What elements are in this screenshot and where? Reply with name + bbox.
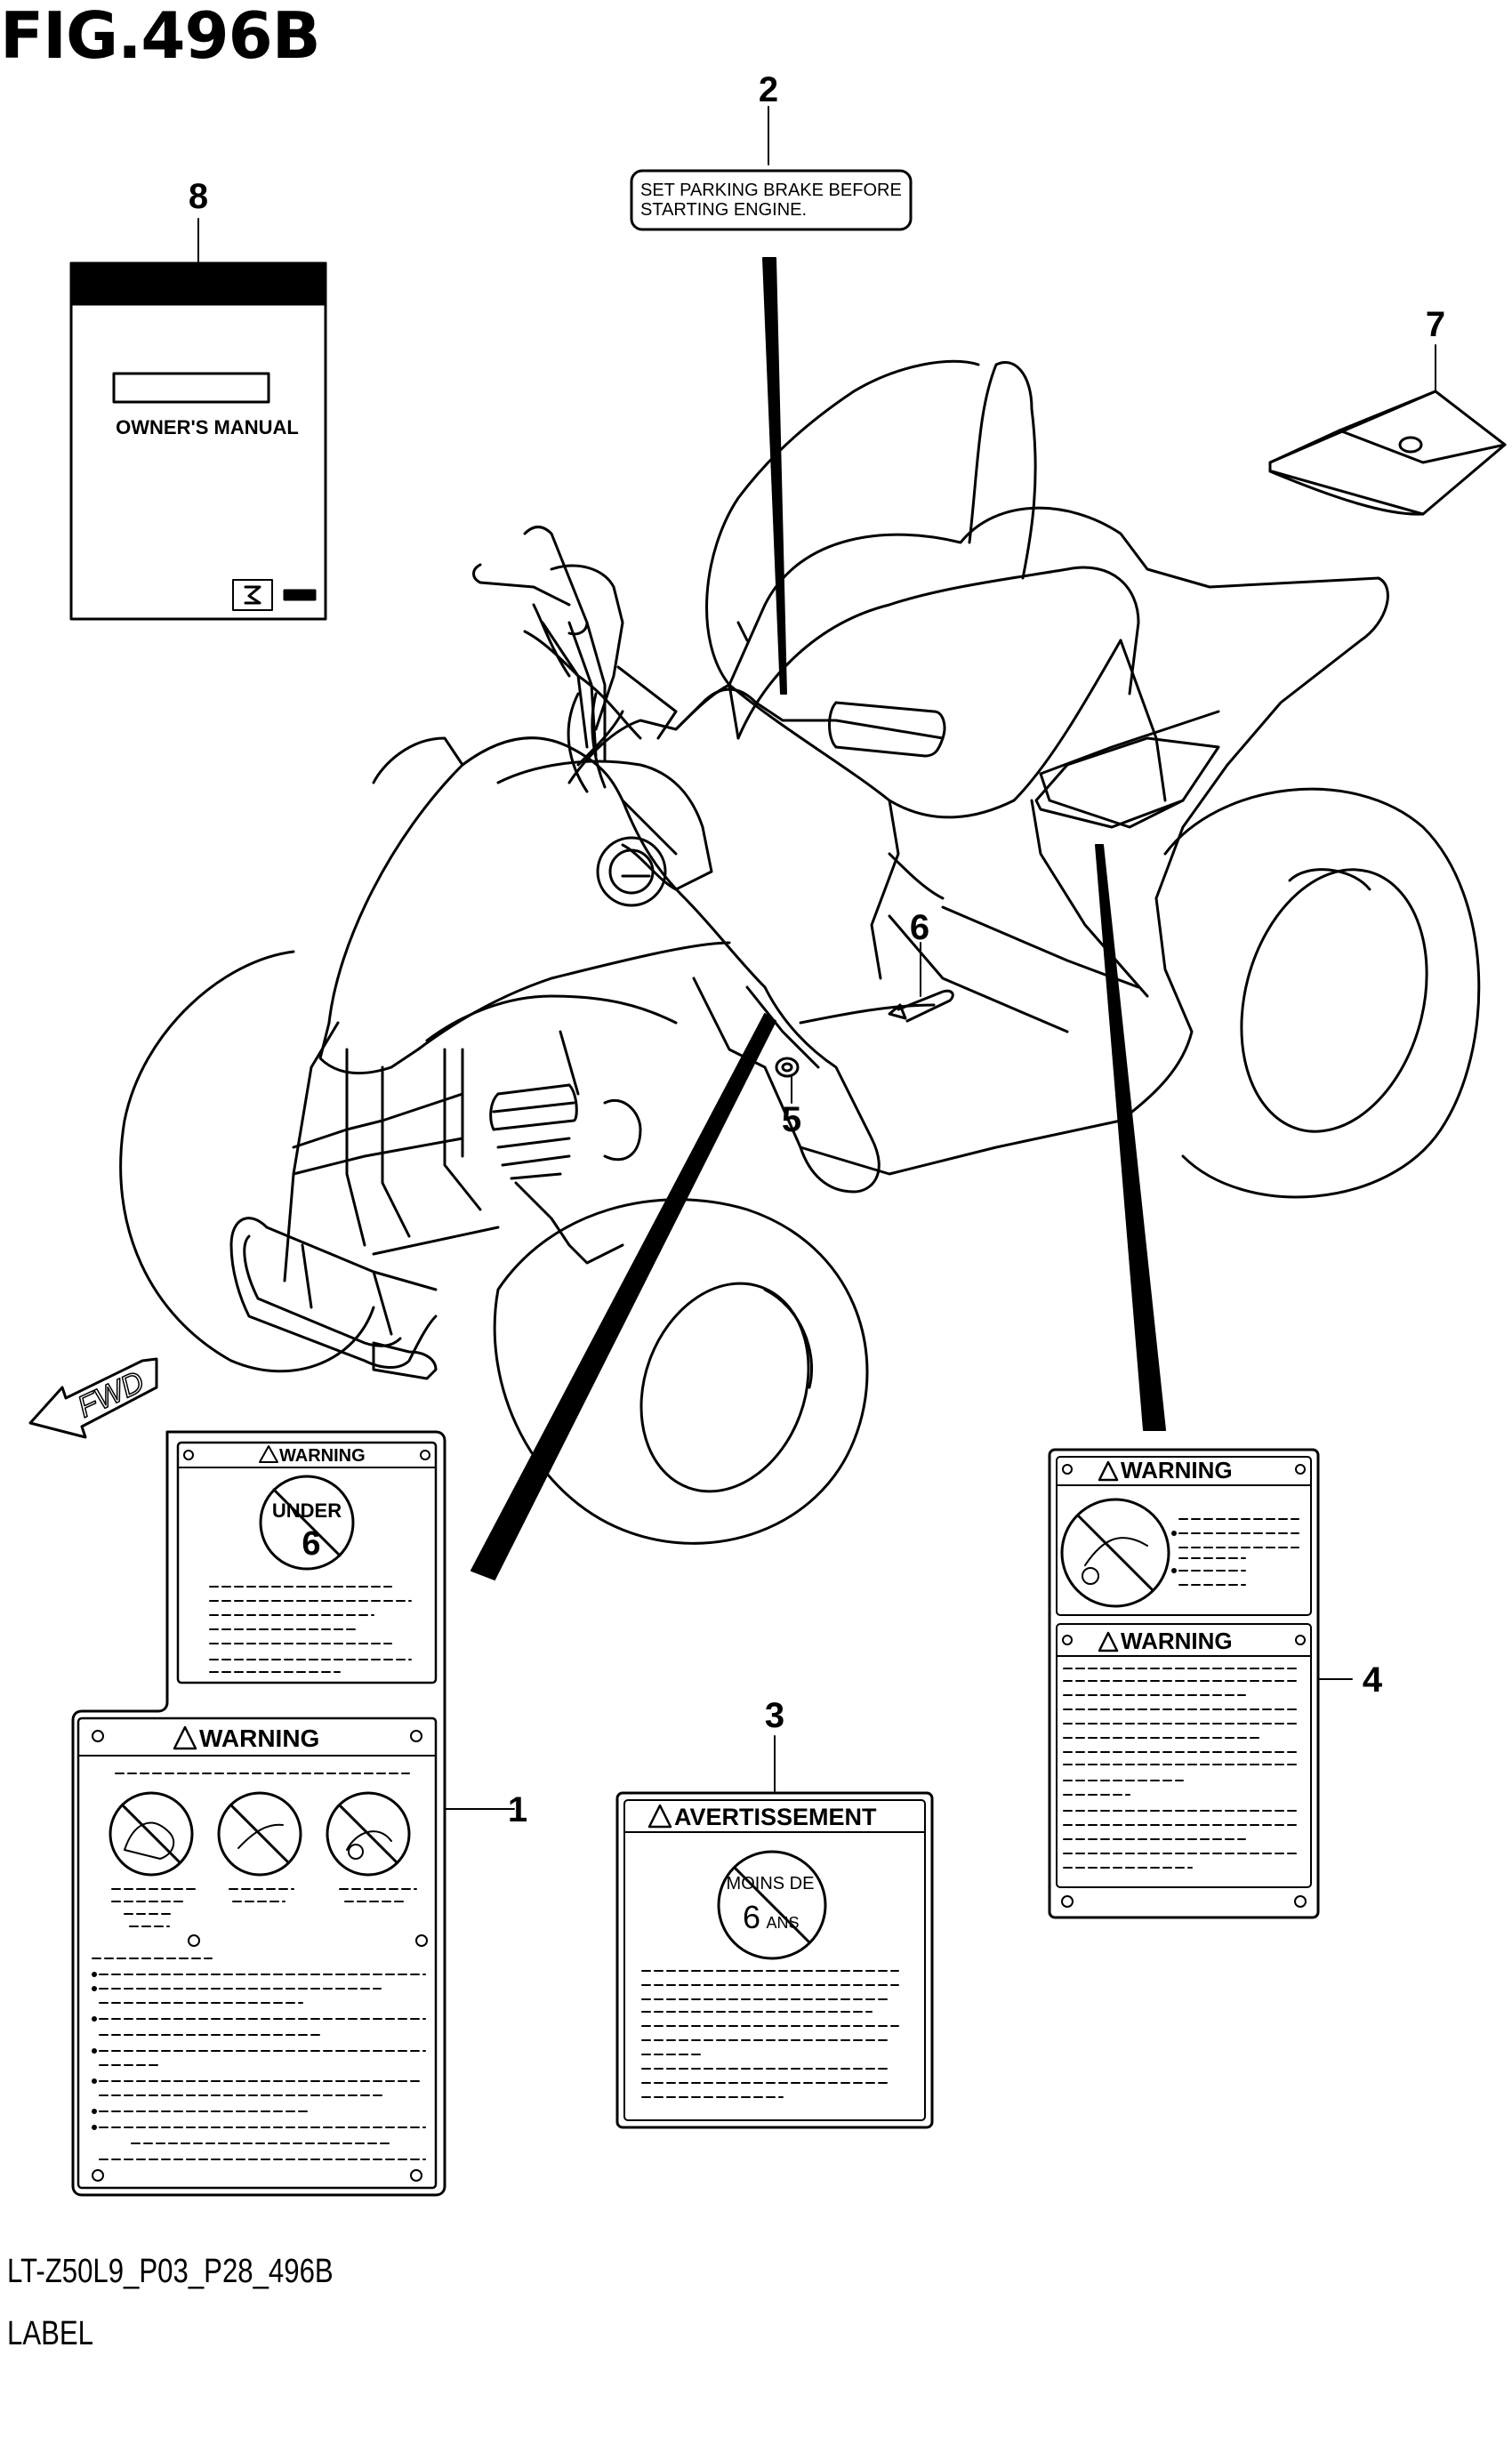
svg-text:WARNING: WARNING: [279, 1446, 366, 1466]
leader-lines: [197, 106, 1436, 1810]
svg-text:ANS: ANS: [766, 1914, 799, 1932]
owners-manual-booklet: OWNER'S MANUAL: [69, 261, 327, 621]
figure-category: LABEL: [7, 2315, 94, 2352]
callout-7: 7: [1426, 305, 1445, 344]
svg-text:UNDER: UNDER: [272, 1499, 342, 1522]
callout-5: 5: [782, 1100, 801, 1139]
parking-brake-line-2: STARTING ENGINE.: [640, 200, 807, 220]
warning-label-part-1: WARNING UNDER 6 WARNING: [71, 1430, 446, 2197]
svg-text:AVERTISSEMENT: AVERTISSEMENT: [674, 1804, 877, 1830]
callout-numbers: 8 2 7 6 5 1 3 4: [189, 70, 1445, 1829]
svg-text:FWD: FWD: [73, 1364, 149, 1424]
suzuki-logo-icon: [232, 579, 273, 611]
document-pouch: [1268, 390, 1507, 516]
parking-brake-line-1: SET PARKING BRAKE BEFORE: [640, 181, 902, 200]
callout-4: 4: [1363, 1660, 1383, 1700]
svg-text:6: 6: [743, 1899, 760, 1935]
parking-brake-label: SET PARKING BRAKE BEFORE STARTING ENGINE…: [630, 169, 913, 231]
callout-1: 1: [508, 1790, 527, 1829]
fwd-arrow-icon: FWD: [28, 1357, 158, 1439]
svg-text:WARNING: WARNING: [199, 1724, 319, 1752]
callout-3: 3: [765, 1696, 784, 1735]
svg-text:WARNING: WARNING: [1121, 1457, 1233, 1483]
callout-6: 6: [910, 908, 929, 947]
atv-illustration: [119, 359, 1481, 1545]
owners-manual-title: OWNER'S MANUAL: [116, 416, 299, 438]
svg-text:WARNING: WARNING: [1121, 1628, 1233, 1654]
figure-code: LT-Z50L9_P03_P28_496B: [7, 2253, 334, 2290]
figure-title: FIG.496B: [0, 0, 321, 73]
warning-label-part-4: WARNING WARNING: [1048, 1448, 1320, 1919]
svg-text:6: 6: [302, 1525, 320, 1563]
callout-2: 2: [759, 70, 778, 109]
avertissement-label-part-3: AVERTISSEMENT MOINS DE 6 ANS: [615, 1791, 934, 2129]
svg-text:MOINS DE: MOINS DE: [727, 1874, 815, 1893]
callout-8: 8: [189, 177, 208, 216]
